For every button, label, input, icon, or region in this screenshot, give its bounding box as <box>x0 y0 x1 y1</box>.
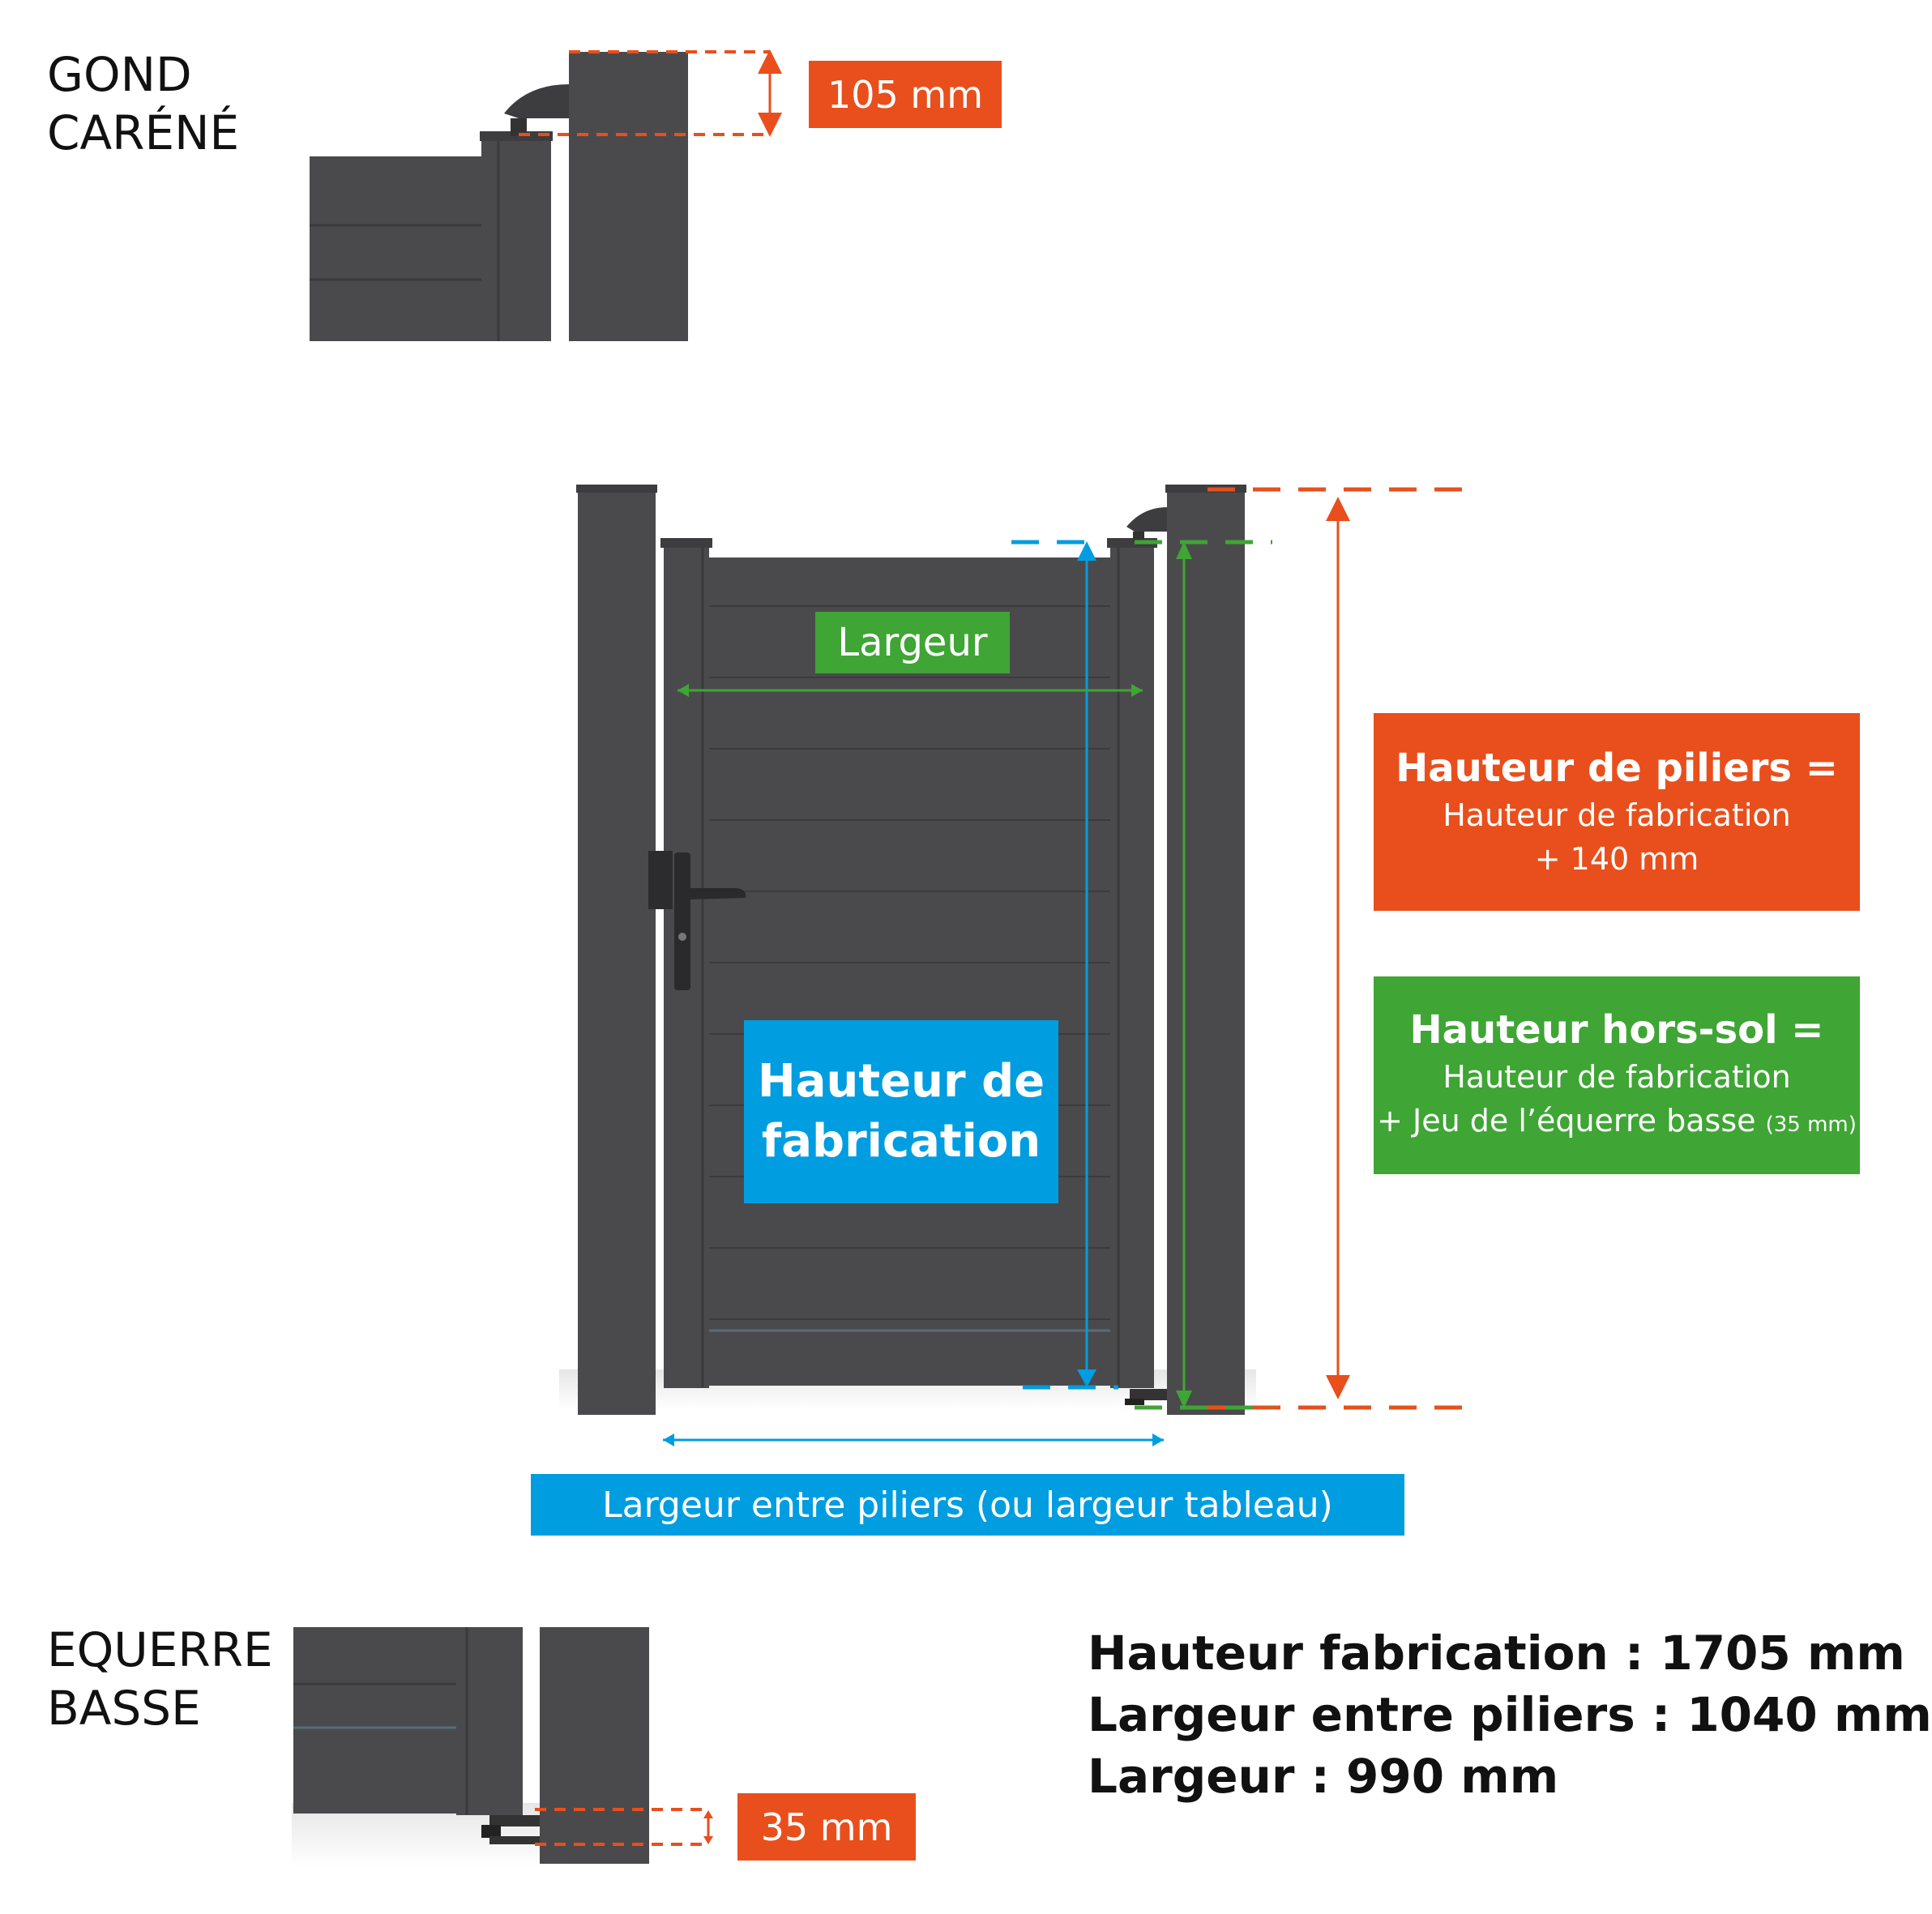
handle <box>682 888 746 899</box>
spec-largeur-entre-piliers: Largeur entre piliers : 1040 mm <box>1088 1687 1932 1742</box>
panel-section <box>293 1627 486 1814</box>
equerre-title-line1: EQUERRE <box>47 1622 273 1677</box>
piliers-heading: Hauteur de piliers = <box>1396 746 1838 791</box>
equerre-basse-title: EQUERRE BASSE <box>47 1621 273 1737</box>
left-pillar <box>578 489 656 1415</box>
right-pillar <box>1167 489 1245 1415</box>
gate-panel <box>708 558 1113 1386</box>
right-stile <box>1110 541 1154 1388</box>
piliers-line2: + 140 mm <box>1534 841 1699 877</box>
gond-title-line2: CARÉNÉ <box>47 105 240 160</box>
equerre-basse-detail <box>292 1627 713 1868</box>
top-hinge <box>1126 507 1167 532</box>
bottom-bracket <box>1130 1389 1167 1400</box>
pillar-section <box>540 1627 649 1864</box>
hors-sol-line1: Hauteur de fabrication <box>1443 1058 1791 1095</box>
piliers-line1: Hauteur de fabrication <box>1443 797 1791 833</box>
gate-stile <box>481 136 551 341</box>
spec-hauteur-fabrication: Hauteur fabrication : 1705 mm <box>1088 1626 1905 1681</box>
hors-sol-line2-wrap: + Jeu de l’équerre basse (35 mm) <box>1377 1099 1857 1147</box>
hauteur-fabrication-label: Hauteur de fabrication <box>744 1020 1058 1203</box>
hors-sol-heading: Hauteur hors-sol = <box>1409 1006 1824 1053</box>
spec-largeur: Largeur : 990 mm <box>1088 1749 1559 1804</box>
gond-carene-title: GOND CARÉNÉ <box>47 45 239 162</box>
dimension-105-badge: 105 mm <box>809 61 1002 128</box>
hauteur-piliers-box: Hauteur de piliers = Hauteur de fabricat… <box>1374 713 1860 911</box>
hauteur-fabrication-line2: fabrication <box>761 1115 1041 1168</box>
pillar-section <box>569 52 688 341</box>
hinge-cap <box>504 84 569 118</box>
bottom-bracket <box>489 1815 540 1826</box>
main-gate <box>559 485 1256 1415</box>
dimension-lines <box>663 487 1475 1446</box>
hauteur-fabrication-line1: Hauteur de <box>757 1055 1045 1108</box>
equerre-title-line2: BASSE <box>47 1681 201 1736</box>
strike-plate <box>648 851 673 909</box>
panel-section <box>310 156 488 341</box>
hors-sol-line2: + Jeu de l’équerre basse <box>1377 1102 1756 1139</box>
largeur-entre-piliers-label: Largeur entre piliers (ou largeur tablea… <box>531 1474 1404 1536</box>
lock-plate <box>674 852 690 990</box>
hauteur-hors-sol-box: Hauteur hors-sol = Hauteur de fabricatio… <box>1374 976 1860 1174</box>
dimension-35-badge: 35 mm <box>737 1793 916 1861</box>
gond-carene-detail <box>310 49 782 341</box>
hors-sol-line2-small: (35 mm) <box>1765 1112 1857 1137</box>
largeur-label: Largeur <box>815 612 1010 673</box>
gond-title-line1: GOND <box>47 47 192 102</box>
